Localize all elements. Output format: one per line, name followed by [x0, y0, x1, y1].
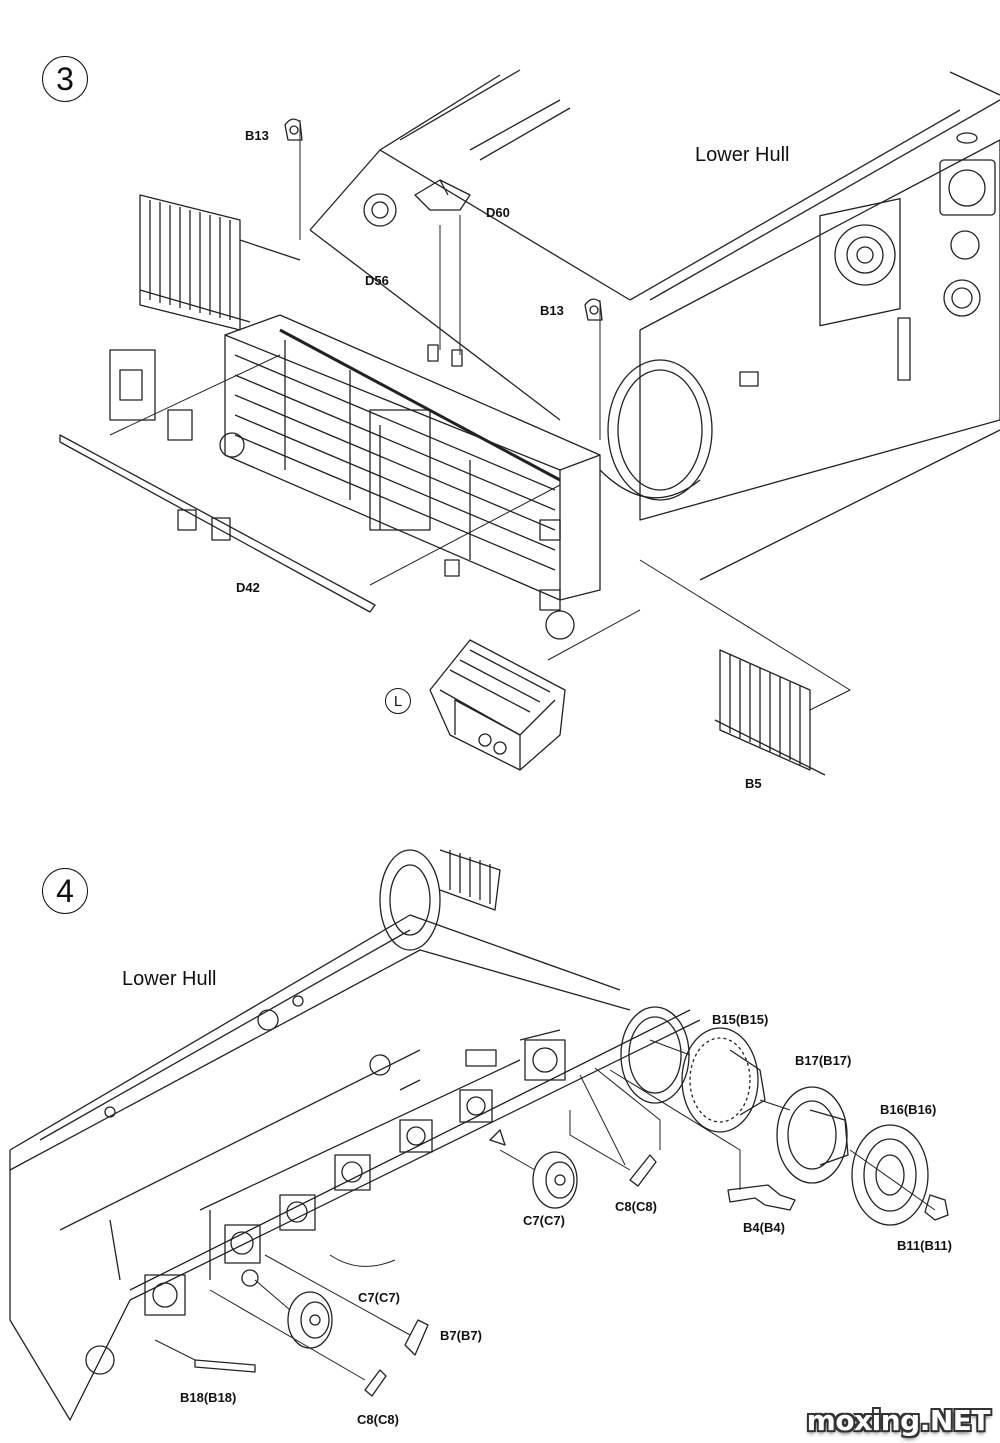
step3-number: 3 — [42, 56, 88, 102]
part-label-c8-lower: C8(C8) — [357, 1412, 399, 1427]
part-label-c7-lower: C7(C7) — [358, 1290, 400, 1305]
step3-leader-lines — [109, 120, 851, 711]
part-label-b4: B4(B4) — [743, 1220, 785, 1235]
step3-stowage-rack — [219, 314, 601, 640]
part-label-d60: D60 — [486, 205, 510, 220]
step3-grille-top — [139, 194, 251, 331]
step3-title: Lower Hull — [695, 144, 790, 166]
part-label-b7: B7(B7) — [440, 1328, 482, 1343]
part-label-c8-upper: C8(C8) — [615, 1199, 657, 1214]
part-label-d42: D42 — [236, 580, 260, 595]
step4-hull — [9, 849, 701, 1421]
callout-l: L — [385, 688, 411, 714]
step3-box-l — [429, 639, 566, 771]
part-label-b5: B5 — [745, 776, 762, 791]
part-label-b13-left: B13 — [245, 128, 269, 143]
part-label-b13-right: B13 — [540, 303, 564, 318]
part-label-b16: B16(B16) — [880, 1102, 937, 1117]
part-label-b17: B17(B17) — [795, 1053, 852, 1068]
step3-b5-grille — [714, 649, 826, 776]
step3-d42-rail — [59, 434, 376, 613]
step3-small-parts — [284, 118, 603, 367]
part-label-c7-upper: C7(C7) — [523, 1213, 565, 1228]
step4-leader-lines — [154, 1039, 936, 1381]
part-label-b11: B11(B11) — [897, 1238, 952, 1253]
part-label-b15: B15(B15) — [712, 1012, 769, 1027]
step4-title: Lower Hull — [122, 968, 217, 990]
step4-number: 4 — [42, 868, 88, 914]
step4-drive-parts — [194, 1027, 949, 1397]
part-label-d56: D56 — [365, 273, 389, 288]
step3-hull — [109, 69, 1000, 581]
watermark: moxing.NET — [806, 1404, 991, 1437]
part-label-b18: B18(B18) — [180, 1390, 237, 1405]
